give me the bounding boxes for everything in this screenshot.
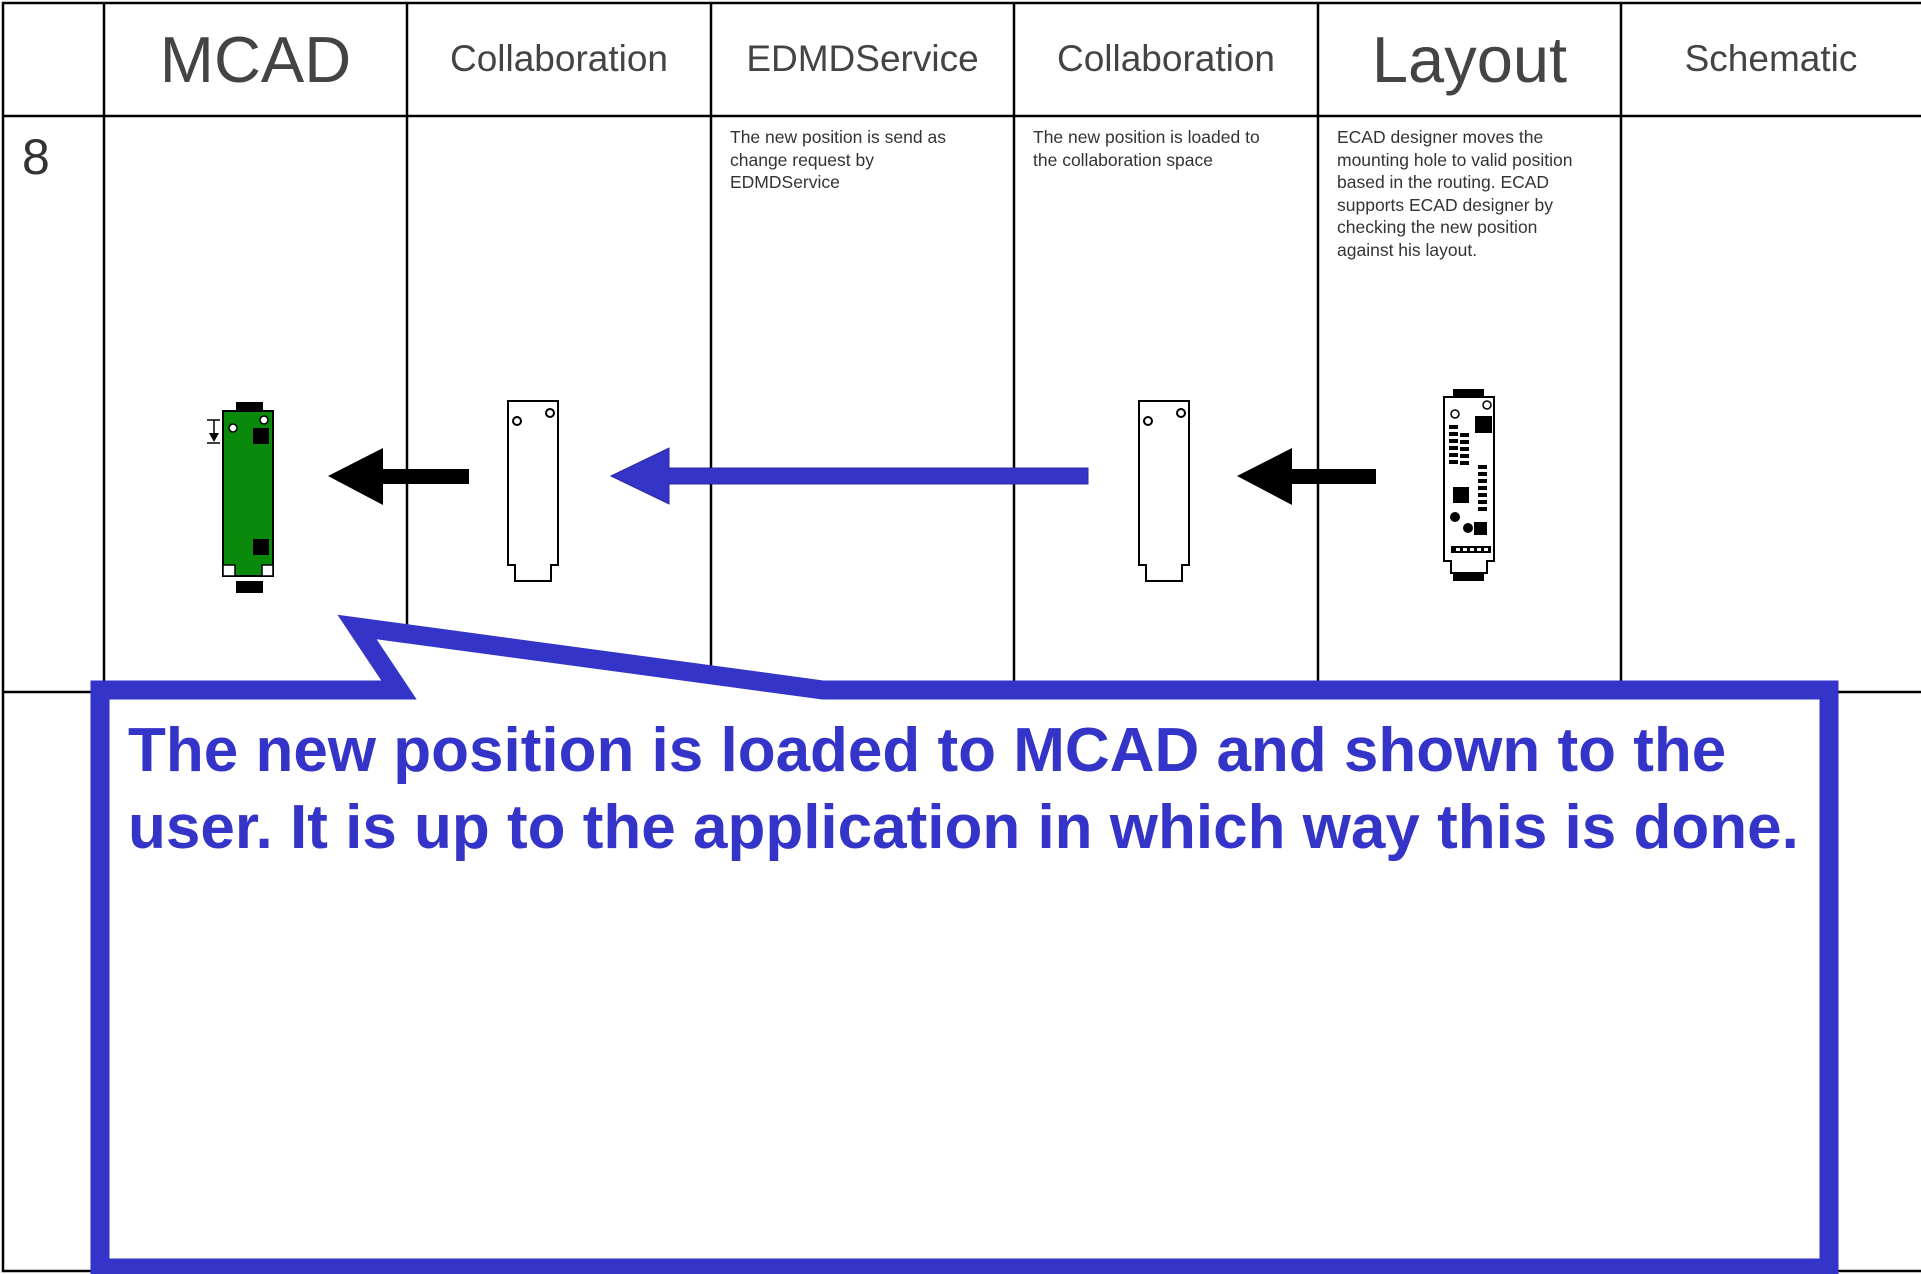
column-header-schematic: Schematic <box>1684 38 1858 79</box>
column-header-collaboration: Collaboration <box>449 38 669 79</box>
mcad-board-icon <box>207 402 274 593</box>
collaboration-board-icon <box>507 400 559 582</box>
layout-board-icon <box>1443 389 1495 581</box>
arrow-to-mcad-icon <box>328 448 469 505</box>
column-header-layout: Layout <box>1371 22 1568 96</box>
callout-bubble <box>90 614 1839 1274</box>
callout-text: The new position is loaded to MCAD and s… <box>128 716 1799 862</box>
column-header-mcad: MCAD <box>159 22 352 96</box>
column-header-edmdservice: EDMDService <box>746 38 979 79</box>
column-header-collaboration-2: Collaboration <box>1056 38 1276 79</box>
layout-description: ECAD designer moves the mounting hole to… <box>1337 127 1573 260</box>
edmdservice-description: The new position is send as change reque… <box>730 127 946 192</box>
collaboration-space-board-icon <box>1138 400 1190 582</box>
collaboration-description: The new position is loaded to the collab… <box>1033 127 1260 170</box>
arrow-from-layout-icon <box>1237 448 1376 505</box>
step-number: 8 <box>22 129 50 185</box>
arrow-to-collaboration-blue-icon <box>609 447 1089 505</box>
